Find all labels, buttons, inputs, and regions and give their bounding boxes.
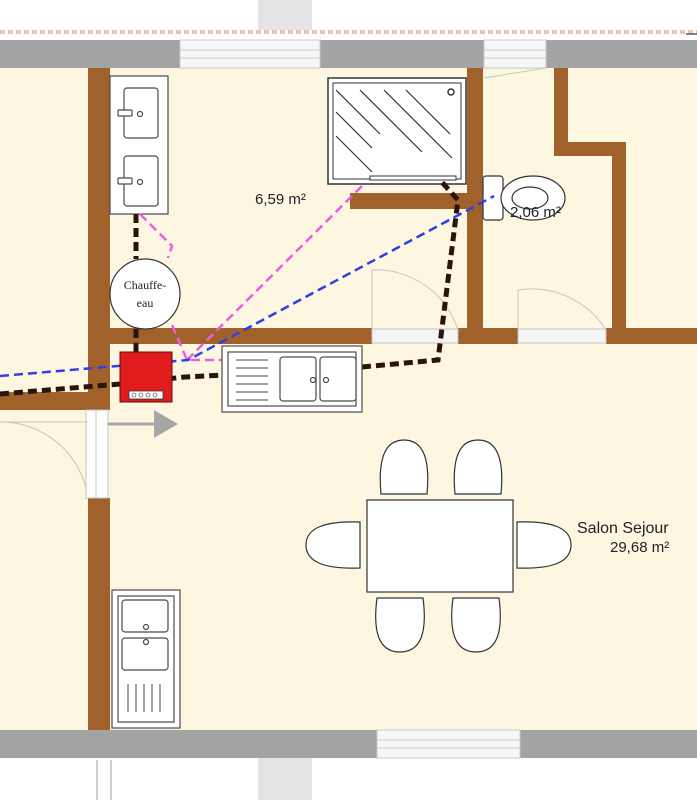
water-heater-label-1: Chauffe-	[124, 278, 166, 292]
wall-left-vertical-top	[88, 68, 110, 410]
bathroom-area-label: 6,59 m²	[255, 191, 306, 208]
window-bottom	[376, 729, 521, 759]
shower-tray	[327, 77, 467, 185]
wall-bath-bottom	[110, 328, 372, 344]
kitchen-sink	[221, 345, 363, 413]
chair-left	[305, 521, 361, 569]
chair-right	[516, 521, 572, 569]
wall-closet-mid	[554, 142, 626, 156]
toilet	[482, 175, 566, 221]
door-bathroom	[371, 269, 459, 331]
pink-pipe-heater	[170, 324, 224, 362]
kitchen-sink-vertical	[111, 589, 181, 729]
wall-shower-ledge	[350, 193, 467, 209]
drain-pipes	[0, 178, 461, 397]
door-wc	[517, 288, 607, 331]
chair-top-right	[453, 439, 503, 495]
chair-bottom-left	[375, 597, 425, 653]
water-heater: Chauffe- eau	[109, 258, 181, 330]
pink-pipe-basin	[139, 213, 174, 259]
chair-bottom-right	[451, 597, 501, 653]
double-washbasin	[109, 75, 169, 215]
blue-pipes	[0, 194, 495, 378]
outer-walls	[0, 40, 697, 758]
arrow-right-icon	[108, 410, 178, 438]
windows	[179, 39, 547, 759]
wall-left-horizontal	[0, 392, 110, 410]
door-entry	[0, 421, 89, 499]
pink-pipes	[139, 185, 363, 362]
living-room-area: 29,68 m²	[610, 539, 669, 556]
bottom-strip	[96, 758, 312, 800]
doors	[0, 67, 607, 499]
drain-pipe-main	[0, 372, 226, 397]
window-top-right	[483, 39, 547, 69]
dining-table	[366, 499, 514, 593]
water-heater-label-2: eau	[137, 296, 154, 310]
living-room-name: Salon Sejour	[577, 520, 669, 537]
blue-pipe-main	[0, 194, 495, 378]
drain-pipe-sink-to-shower	[361, 178, 461, 370]
wall-bath-bottom-right	[606, 328, 697, 344]
door-top-right-swing	[483, 67, 547, 79]
dining-set	[305, 439, 572, 653]
wall-closet-top	[554, 68, 568, 142]
top-strip	[0, 0, 697, 34]
wall-left-vertical-bottom	[88, 498, 110, 730]
interior-walls	[0, 68, 697, 730]
window-top-left	[179, 39, 321, 69]
wall-closet-right	[612, 142, 626, 344]
wc-area-label: 2,06 m²	[510, 204, 561, 221]
chair-top-left	[379, 439, 429, 495]
electric-meter-icon	[119, 351, 173, 403]
wall-bath-wc	[467, 68, 483, 344]
